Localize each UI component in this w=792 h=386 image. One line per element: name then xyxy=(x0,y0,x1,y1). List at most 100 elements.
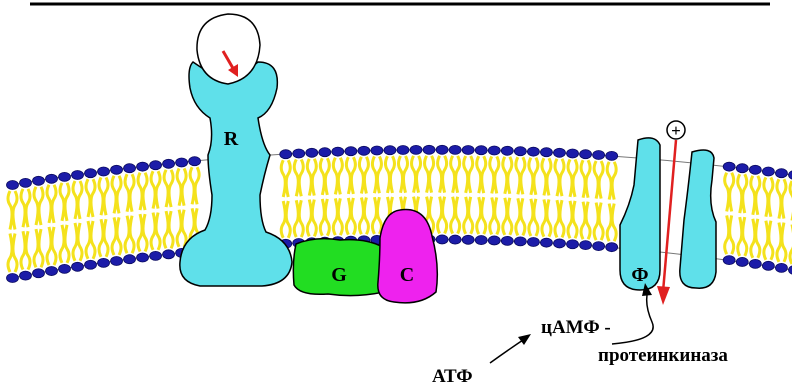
lipid-tail-upper xyxy=(581,160,590,197)
lipid-head-lower xyxy=(46,267,58,276)
lipid-tail-upper xyxy=(725,173,734,212)
lipid-tail-lower xyxy=(542,199,551,236)
phosphorylation-label: Ф xyxy=(631,264,648,286)
lipid-head-lower xyxy=(137,253,149,262)
lipid-head-upper xyxy=(449,145,461,154)
lipid-tail-upper xyxy=(333,158,342,195)
lipid-head-lower xyxy=(501,236,513,245)
lipid-tail-lower xyxy=(529,199,538,236)
lipid-head-upper xyxy=(540,148,552,157)
lipid-tail-lower xyxy=(451,197,460,234)
receptor-label: R xyxy=(224,128,239,150)
lipid-tail-lower xyxy=(138,214,147,251)
lipid-head-lower xyxy=(775,263,787,272)
lipid-tail-upper xyxy=(555,159,564,196)
lipid-head-upper xyxy=(410,145,422,154)
lipid-tail-upper xyxy=(451,156,460,193)
lipid-head-upper xyxy=(72,171,84,180)
lipid-tail-lower xyxy=(764,221,773,260)
lipid-tail-lower xyxy=(490,197,499,234)
lipid-tail-upper xyxy=(594,161,603,199)
lipid-head-lower xyxy=(723,256,735,265)
lipid-tail-upper xyxy=(516,157,525,194)
lipid-tail-upper xyxy=(490,156,499,193)
lipid-tail-lower xyxy=(516,198,525,235)
lipid-head-upper xyxy=(749,165,761,174)
lipid-tail-lower xyxy=(607,204,616,242)
cyclase-label: C xyxy=(400,264,414,286)
lipid-head-lower xyxy=(124,255,136,264)
lipid-tail-upper xyxy=(47,185,56,223)
lipid-head-upper xyxy=(163,159,175,168)
lipid-tail-upper xyxy=(568,159,577,196)
lipid-head-upper xyxy=(514,147,526,156)
lipid-tail-upper xyxy=(542,158,551,195)
lipid-tail-upper xyxy=(125,174,134,212)
lipid-head-upper xyxy=(319,148,331,157)
lipid-head-lower xyxy=(553,239,565,248)
lipid-head-lower xyxy=(436,235,448,244)
receptor-protein xyxy=(180,62,292,286)
lipid-tail-upper xyxy=(112,176,121,214)
lipid-tail-upper xyxy=(751,176,760,215)
lipid-tail-lower xyxy=(177,210,186,247)
lipid-tail-upper xyxy=(190,167,199,204)
lipid-tail-upper xyxy=(177,168,186,205)
lipid-tail-upper xyxy=(60,183,69,221)
lipid-tail-upper xyxy=(138,173,147,210)
lipid-head-lower xyxy=(150,251,162,260)
lipid-tail-lower xyxy=(47,227,56,265)
lipid-head-upper xyxy=(553,148,565,157)
lipid-tail-upper xyxy=(607,162,616,200)
ion-flow-arrow-shaft xyxy=(663,140,676,292)
lipid-tail-lower xyxy=(777,223,786,262)
lipid-head-upper xyxy=(33,176,45,185)
lipid-tail-upper xyxy=(346,157,355,194)
ion-flow-arrow-head xyxy=(657,286,670,305)
lipid-tail-upper xyxy=(164,170,173,207)
lipid-head-upper xyxy=(723,162,735,171)
lipid-tail-upper xyxy=(464,156,473,193)
lipid-head-lower xyxy=(7,274,19,283)
lipid-tail-lower xyxy=(112,217,121,255)
lipid-tail-lower xyxy=(60,225,69,263)
lipid-head-upper xyxy=(397,146,409,155)
lipid-head-upper xyxy=(358,146,370,155)
lipid-head-upper xyxy=(189,157,201,166)
lipid-tail-upper xyxy=(777,179,786,218)
lipid-tail-lower xyxy=(320,199,329,236)
lipid-tail-lower xyxy=(151,213,160,250)
lipid-head-upper xyxy=(85,169,97,178)
lipid-head-lower xyxy=(736,257,748,266)
lipid-tail-upper xyxy=(73,181,82,219)
lipid-head-lower xyxy=(749,259,761,268)
lipid-tail-upper xyxy=(151,171,160,208)
lipid-tail-upper xyxy=(21,189,30,227)
lipid-head-lower xyxy=(462,235,474,244)
lipid-tail-lower xyxy=(294,200,303,237)
lipid-head-upper xyxy=(98,167,110,176)
lipid-head-upper xyxy=(137,162,149,171)
lipid-head-lower xyxy=(762,261,774,270)
atp-to-camp-arrow-head xyxy=(518,334,531,345)
lipid-tail-upper xyxy=(738,174,747,213)
lipid-tail-lower xyxy=(581,202,590,239)
lipid-tail-lower xyxy=(333,198,342,235)
lipid-tail-lower xyxy=(8,234,17,273)
lipid-head-lower xyxy=(98,258,110,267)
protein-kinase-label: протеинкиназа xyxy=(598,345,728,366)
lipid-head-lower xyxy=(593,242,605,251)
lipid-head-lower xyxy=(540,238,552,247)
lipid-head-upper xyxy=(567,149,579,158)
lipid-head-upper xyxy=(150,161,162,170)
lipid-head-upper xyxy=(423,145,435,154)
plus-ion-sign: + xyxy=(671,121,681,140)
ion-channel-right-subunit xyxy=(680,150,716,288)
lipid-head-upper xyxy=(606,151,618,160)
lipid-tail-lower xyxy=(86,221,95,259)
lipid-tail-upper xyxy=(86,179,95,217)
lipid-tail-lower xyxy=(359,198,368,235)
lipid-tail-upper xyxy=(372,156,381,193)
lipid-head-lower xyxy=(85,260,97,269)
